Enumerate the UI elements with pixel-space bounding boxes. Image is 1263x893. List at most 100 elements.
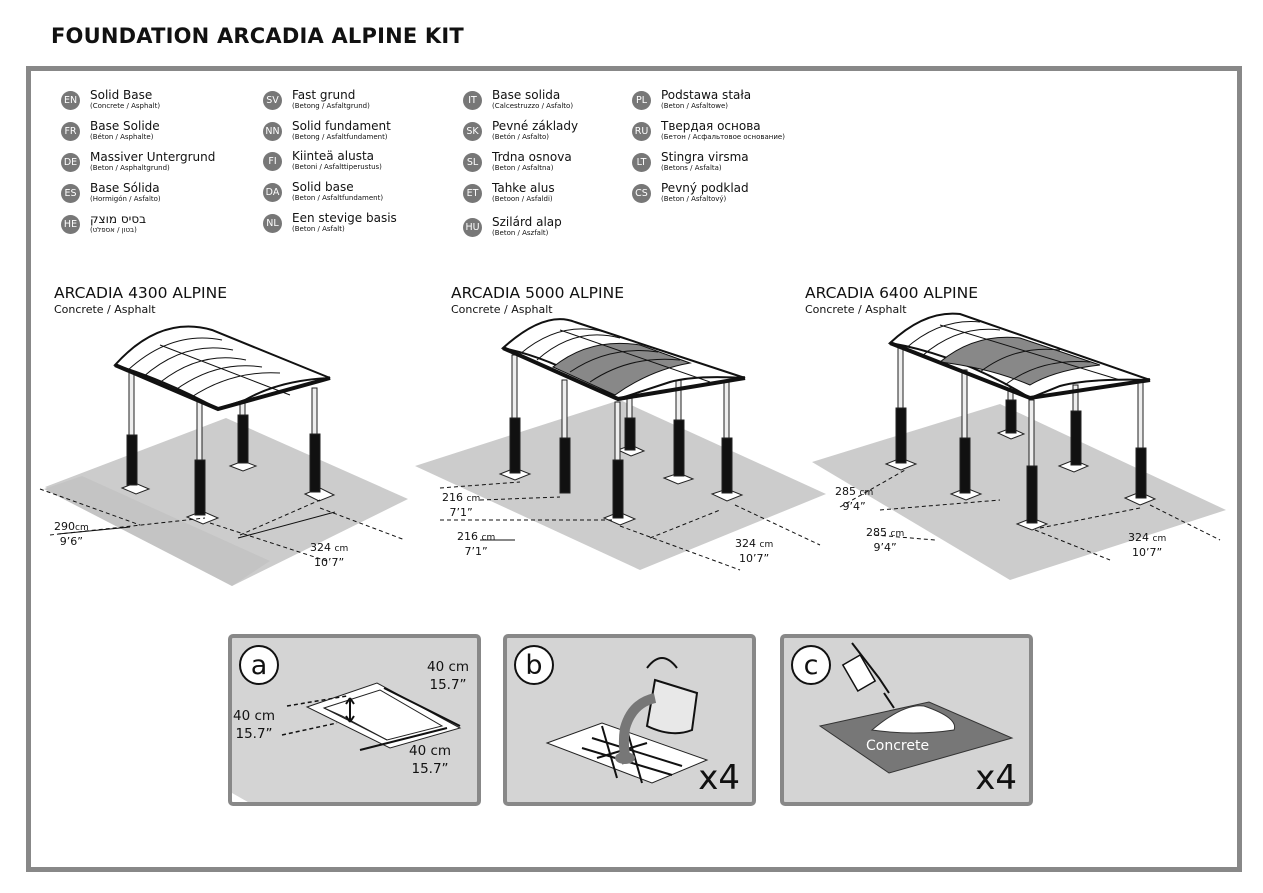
language-code-badge: LT (632, 153, 651, 172)
language-term: Pevné základy (492, 119, 579, 133)
concrete-illustration (818, 642, 1014, 774)
language-subterm: (Concrete / Asphalt) (90, 102, 161, 110)
language-code-badge: HU (463, 218, 482, 237)
step-c-marker: c (791, 645, 831, 685)
language-term: Base Sólida (90, 181, 160, 195)
language-entry: ES Base Sólida(Hormigón / Asfalto) (61, 182, 161, 203)
model-name: ARCADIA 4300 ALPINE (54, 284, 227, 302)
language-term: Pevný podklad (661, 181, 749, 195)
carport-4300-drawing (39, 325, 408, 586)
model-base: Concrete / Asphalt (805, 303, 907, 316)
quantity-label: x4 (975, 758, 1017, 798)
language-entry: SV Fast grund(Betong / Asfaltgrund) (263, 89, 370, 110)
page-title: FOUNDATION ARCADIA ALPINE KIT (51, 24, 464, 48)
step-b-marker: b (514, 645, 554, 685)
model-5000-label: ARCADIA 5000 ALPINE Concrete / Asphalt (451, 284, 624, 316)
language-entry: RU Твердая основа(Бетон / Асфальтовое осн… (632, 120, 785, 141)
language-code-badge: SL (463, 153, 482, 172)
language-entry: LT Stingra virsma(Betons / Asfalta) (632, 151, 749, 172)
carport-6400-drawing (812, 312, 1226, 580)
language-code-badge: HE (61, 215, 80, 234)
language-term: Base solida (492, 88, 561, 102)
language-code-badge: DE (61, 153, 80, 172)
language-term: בסיס מוצק (90, 212, 147, 226)
language-subterm: (Beton / Aszfalt) (492, 229, 549, 237)
language-entry: EN Solid Base(Concrete / Asphalt) (61, 89, 160, 110)
language-term: Stingra virsma (661, 150, 749, 164)
language-subterm: (Beton / Asfaltový) (661, 195, 727, 203)
language-code-badge: EN (61, 91, 80, 110)
language-code-badge: FI (263, 152, 282, 171)
model-base: Concrete / Asphalt (54, 303, 156, 316)
language-subterm: (Betong / Asfaltfundament) (292, 133, 388, 141)
language-code-badge: NN (263, 122, 282, 141)
pour-illustration (545, 657, 709, 784)
language-term: Base Solide (90, 119, 160, 133)
language-subterm: (Béton / Asphalte) (90, 133, 154, 141)
language-subterm: (Beton / Asfalt) (292, 225, 345, 233)
model-4300-label: ARCADIA 4300 ALPINE Concrete / Asphalt (54, 284, 227, 316)
language-term: Een stevige basis (292, 211, 397, 225)
hole-illustration (232, 682, 462, 802)
language-subterm: (Betoon / Asfaldi) (492, 195, 553, 203)
language-code-badge: PL (632, 91, 651, 110)
language-code-badge: CS (632, 184, 651, 203)
language-subterm: (Hormigón / Asfalto) (90, 195, 161, 203)
carport-5000-drawing (415, 318, 826, 571)
language-code-badge: ET (463, 184, 482, 203)
language-term: Твердая основа (661, 119, 761, 133)
language-term: Fast grund (292, 88, 356, 102)
language-subterm: (Calcestruzzo / Asfalto) (492, 102, 574, 110)
model-name: ARCADIA 5000 ALPINE (451, 284, 624, 302)
step-c-panel: c Concrete x4 (780, 634, 1033, 806)
content-frame (26, 66, 1242, 872)
language-entry: CS Pevný podklad(Beton / Asfaltový) (632, 182, 749, 203)
model-name: ARCADIA 6400 ALPINE (805, 284, 978, 302)
language-term: Solid base (292, 180, 354, 194)
language-subterm: (Betons / Asfalta) (661, 164, 722, 172)
language-subterm: (Betoni / Asfalttiperustus) (292, 163, 382, 171)
language-term: Massiver Untergrund (90, 150, 216, 164)
step-b-panel: b x4 (503, 634, 756, 806)
language-subterm: (Beton / Asfaltowe) (661, 102, 729, 110)
language-subterm: (Бетон / Асфальтовое основание) (661, 133, 785, 141)
quantity-label: x4 (698, 758, 740, 798)
language-subterm: (Betón / Asfalto) (492, 133, 550, 141)
language-subterm: (Betong / Asfaltgrund) (292, 102, 370, 110)
language-code-badge: SK (463, 122, 482, 141)
language-code-badge: DA (263, 183, 282, 202)
language-entry: ET Tahke alus(Betoon / Asfaldi) (463, 182, 555, 203)
language-code-badge: SV (263, 91, 282, 110)
model-6400-label: ARCADIA 6400 ALPINE Concrete / Asphalt (805, 284, 978, 316)
language-code-badge: RU (632, 122, 651, 141)
language-code-badge: ES (61, 184, 80, 203)
model-base: Concrete / Asphalt (451, 303, 553, 316)
language-subterm: (Beton / Asfaltna) (492, 164, 554, 172)
language-term: Tahke alus (492, 181, 555, 195)
language-term: Solid Base (90, 88, 153, 102)
